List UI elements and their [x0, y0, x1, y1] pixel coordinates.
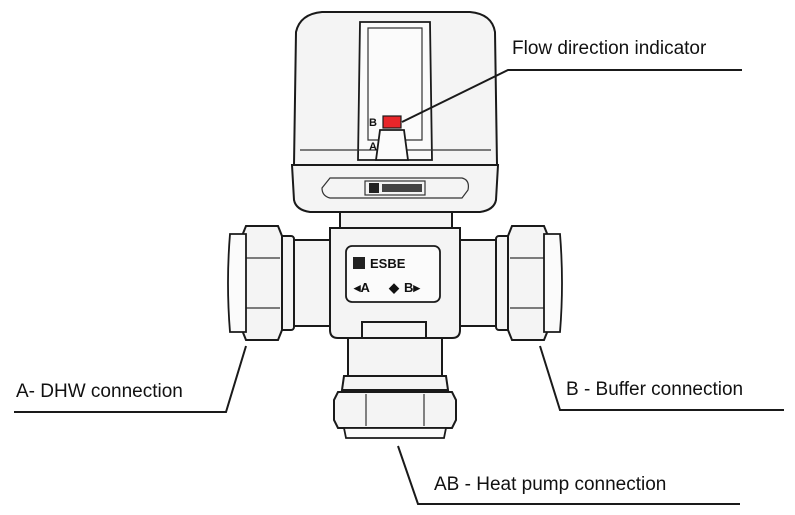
actuator-neck: [339, 211, 453, 229]
left-connection-a: [227, 225, 335, 341]
callout-heat-pump-connection: AB - Heat pump connection: [434, 474, 667, 495]
valve-direction-left: ◂A: [353, 280, 371, 295]
callout-dhw-connection: A- DHW connection: [16, 381, 183, 402]
callout-flow-direction-indicator: Flow direction indicator: [512, 38, 707, 59]
bottom-connection-ab: [333, 337, 457, 439]
valve-brand: ESBE: [370, 256, 406, 271]
flow-direction-indicator: [374, 115, 410, 161]
valve-direction-right: B▸: [404, 280, 421, 295]
leader-lines: [14, 69, 784, 505]
port-a-letter: A: [369, 141, 377, 153]
port-b-letter: B: [369, 117, 377, 129]
right-connection-b: [455, 225, 563, 341]
actuator-housing: [290, 11, 500, 213]
valve-direction-dot: ◆: [388, 280, 400, 295]
callout-buffer-connection: B - Buffer connection: [566, 379, 744, 400]
